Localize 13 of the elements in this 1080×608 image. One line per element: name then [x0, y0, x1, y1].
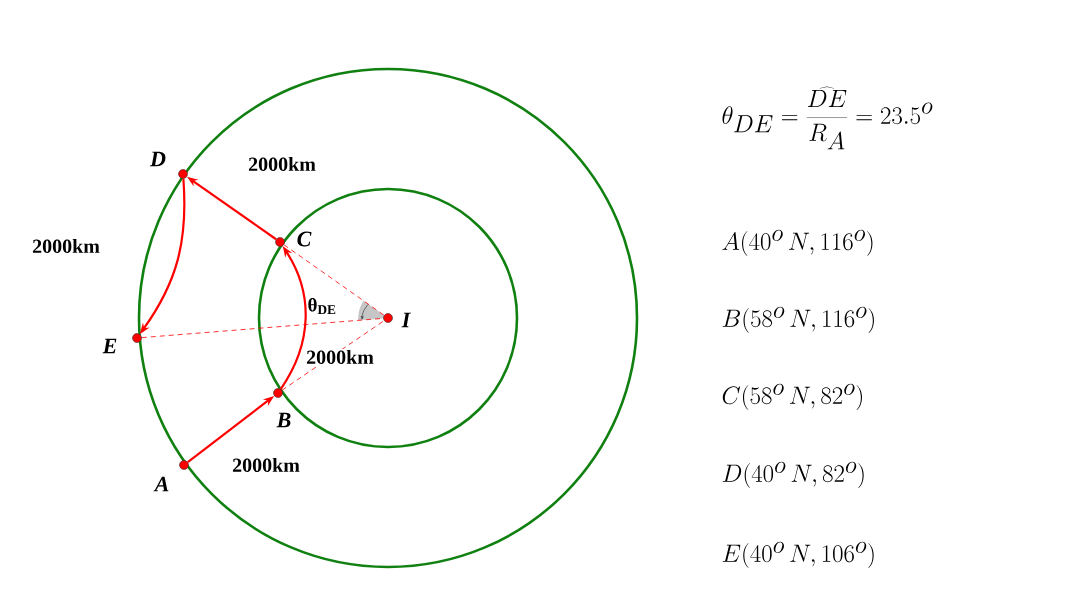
angle-label: θ$_{DE}$ [308, 297, 336, 315]
formula: $\theta_{DE}=\frac{\widehat{DE}}{R_{A}}=23.5^{o}$ [722, 86, 933, 150]
formula: $D(40^{o}\,N,82^{o})$ [722, 461, 864, 488]
edge-label: 2000km [305, 348, 375, 366]
dashed-line [283, 244, 385, 316]
edge-label: 2000km [247, 155, 317, 173]
formula: $B(58^{o}\,N,116^{o})$ [722, 306, 874, 333]
formula: $A(40^{o}\,N,116^{o})$ [722, 229, 873, 256]
formula: $E(40^{o}\,N,106^{o})$ [722, 541, 874, 568]
dashed-line [281, 320, 385, 391]
edge-label: 2000km [31, 237, 101, 255]
formula: $C(58^{o}\,N,82^{o})$ [722, 383, 862, 410]
edge-label: 2000km [231, 456, 301, 474]
